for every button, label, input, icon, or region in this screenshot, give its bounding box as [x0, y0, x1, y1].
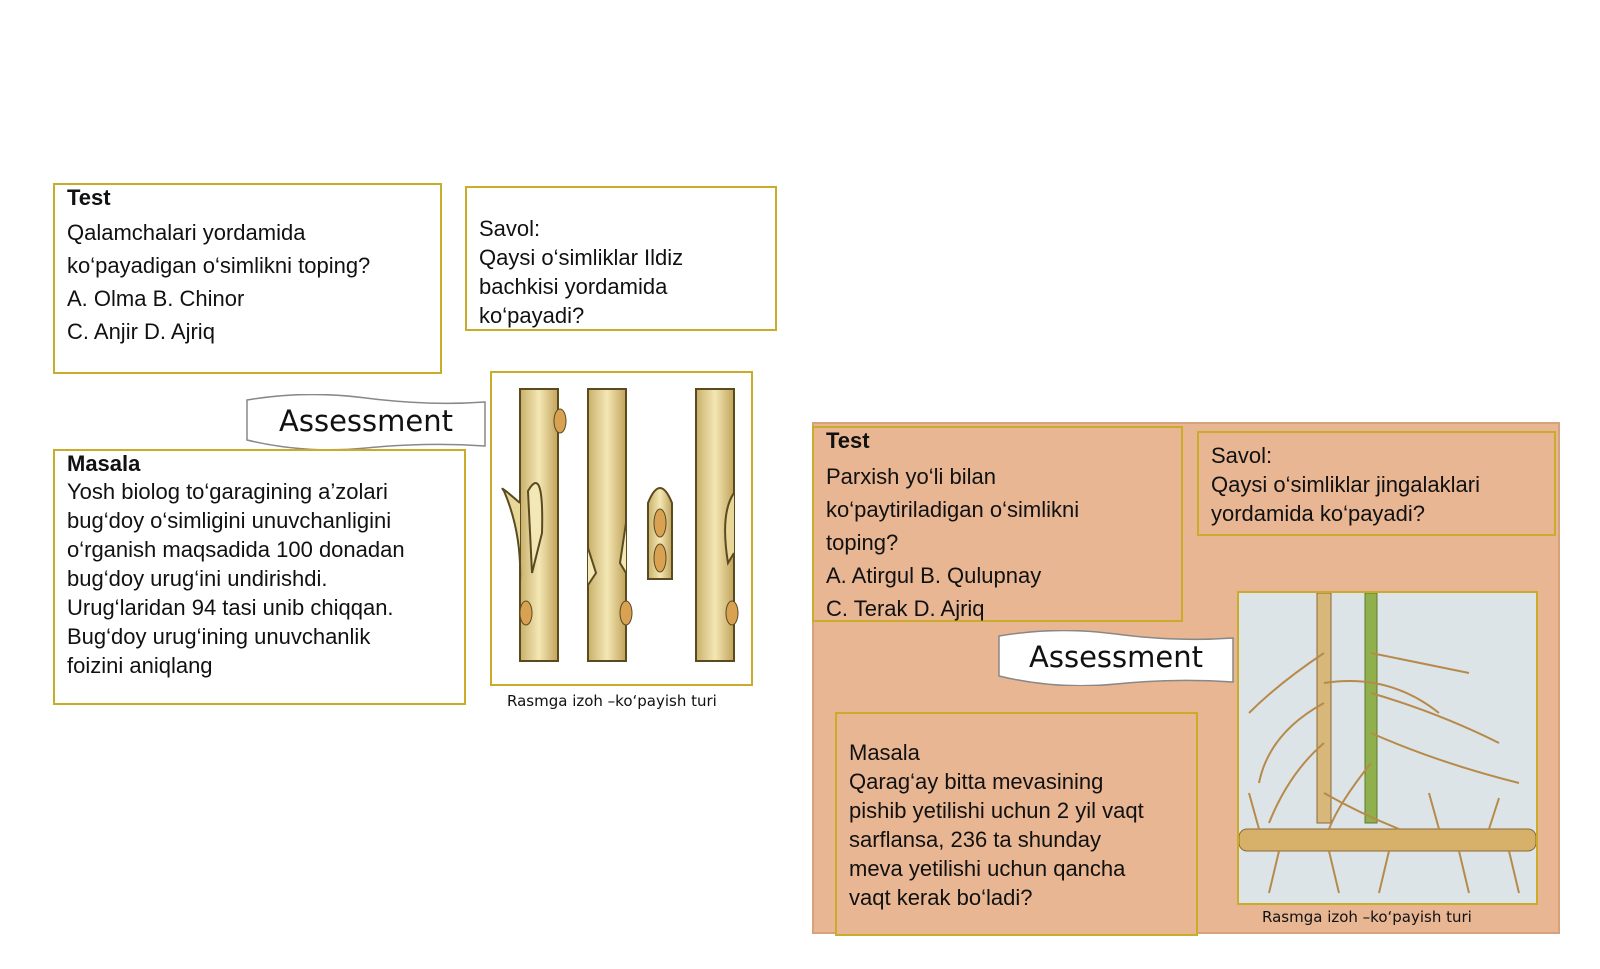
right-roots-image-frame — [1237, 591, 1538, 905]
right-image-caption: Rasmga izoh –ko‘payish turi — [1262, 908, 1472, 926]
right-masala-box: Masala Qarag‘ay bitta mevasining pishib … — [835, 712, 1198, 936]
right-masala-line2: pishib yetilishi uchun 2 yil vaqt — [849, 798, 1144, 823]
left-masala-box: Masala Yosh biolog to‘garagining a’zolar… — [53, 449, 466, 705]
right-savol-box: Savol: Qaysi o‘simliklar jingalaklari yo… — [1197, 431, 1556, 536]
right-savol-line2: yordamida ko‘payadi? — [1211, 501, 1426, 526]
left-masala-line6: Bug‘doy urug‘ining unuvchanlik — [67, 624, 371, 649]
left-savol-line3: ko‘payadi? — [479, 303, 585, 328]
left-test-heading: Test — [67, 185, 111, 210]
left-test-question-line1: Qalamchalari yordamida — [67, 220, 306, 245]
right-masala-line1: Qarag‘ay bitta mevasining — [849, 769, 1104, 794]
left-assessment-banner: Assessment — [245, 394, 487, 450]
banner-ribbon-shape — [998, 630, 1234, 686]
right-test-box: Test Parxish yo‘li bilan ko‘paytiriladig… — [812, 426, 1183, 622]
right-savol-label: Savol: — [1211, 443, 1273, 468]
right-savol-line1: Qaysi o‘simliklar jingalaklari — [1211, 472, 1480, 497]
left-test-question-line2: ko‘payadigan o‘simlikni toping? — [67, 253, 371, 278]
right-masala-heading: Masala — [849, 740, 920, 765]
left-savol-line1: Qaysi o‘simliklar Ildiz — [479, 245, 684, 270]
root-layering-photo — [1238, 592, 1537, 903]
plant-cuttings-illustration — [501, 388, 739, 662]
left-masala-line5: Urug‘laridan 94 tasi unib chiqqan. — [67, 595, 394, 620]
right-test-question-line3: toping? — [826, 530, 899, 555]
right-test-heading: Test — [826, 428, 870, 453]
right-test-question-line2: ko‘paytiriladigan o‘simlikni — [826, 497, 1080, 522]
left-test-box: Test Qalamchalari yordamida ko‘payadigan… — [53, 183, 442, 374]
right-test-options-ab: A. Atirgul B. Qulupnay — [826, 563, 1042, 588]
right-test-options-cd: C. Terak D. Ajriq — [826, 596, 985, 621]
left-assessment-label: Assessment — [279, 404, 453, 438]
left-savol-label: Savol: — [479, 216, 541, 241]
left-masala-line7: foizini aniqlang — [67, 653, 213, 678]
right-masala-line5: vaqt kerak bo‘ladi? — [849, 885, 1033, 910]
right-masala-line3: sarflansa, 236 ta shunday — [849, 827, 1101, 852]
left-masala-heading: Masala — [67, 451, 141, 476]
left-savol-line2: bachkisi yordamida — [479, 274, 668, 299]
left-image-caption: Rasmga izoh –ko‘payish turi — [507, 692, 717, 710]
right-assessment-label: Assessment — [1029, 640, 1203, 674]
left-test-options-ab: A. Olma B. Chinor — [67, 286, 245, 311]
left-masala-line4: bug‘doy urug‘ini undirishdi. — [67, 566, 328, 591]
right-assessment-banner: Assessment — [997, 630, 1235, 686]
left-savol-box: Savol: Qaysi o‘simliklar Ildiz bachkisi … — [465, 186, 777, 331]
left-test-options-cd: C. Anjir D. Ajriq — [67, 319, 215, 344]
left-masala-line2: bug‘doy o‘simligini unuvchanligini — [67, 508, 392, 533]
left-masala-line1: Yosh biolog to‘garagining a’zolari — [67, 479, 388, 504]
right-test-question-line1: Parxish yo‘li bilan — [826, 464, 996, 489]
left-cuttings-image-frame — [490, 371, 753, 686]
left-masala-line3: o‘rganish maqsadida 100 donadan — [67, 537, 405, 562]
right-masala-line4: meva yetilishi uchun qancha — [849, 856, 1126, 881]
